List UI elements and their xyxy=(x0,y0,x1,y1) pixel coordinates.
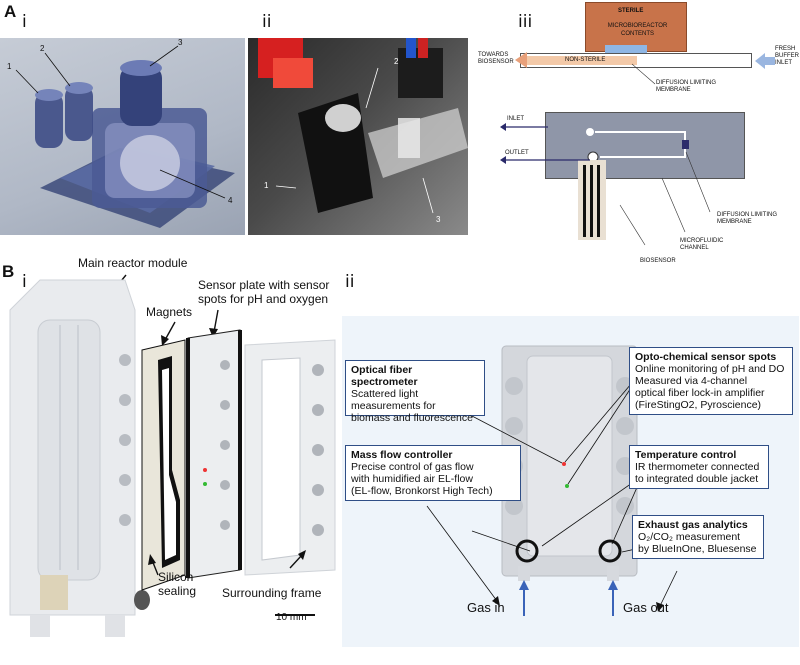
photo-i-label-1: 1 xyxy=(7,62,12,71)
surrounding-frame-label: Surrounding frame xyxy=(222,586,322,600)
silicon-sealing-label: Silicon sealing xyxy=(158,570,197,598)
panel-a-ii-label: ii xyxy=(262,12,272,32)
mass-flow-line: (EL-flow, Bronkorst High Tech) xyxy=(351,485,493,497)
bioreactor-photo xyxy=(0,38,245,235)
leader-lines-bottom xyxy=(619,151,711,246)
outlet-arrow-icon xyxy=(500,156,590,164)
electrode-3 xyxy=(597,165,600,237)
microfluidic-channel-drawing xyxy=(586,128,689,163)
photo-ii-label-2: 2 xyxy=(394,57,399,66)
panel-b-i-label: i xyxy=(22,272,27,292)
sterile-label: STERILE xyxy=(618,8,644,14)
photo-i-label-2: 2 xyxy=(40,44,45,53)
exhaust-box: Exhaust gas analytics O₂/CO₂ measurement… xyxy=(632,515,764,559)
optical-fiber-line: Scattered light xyxy=(351,388,419,400)
optical-fiber-line: biomass and fluorescence xyxy=(351,412,473,424)
optical-fiber-title: Optical fiber spectrometer xyxy=(351,364,418,388)
inlet-label: INLET xyxy=(507,116,525,122)
temperature-line: IR thermometer connected xyxy=(635,461,760,473)
opto-chemical-line: optical fiber lock-in amplifier xyxy=(635,387,765,399)
main-reactor-label: Main reactor module xyxy=(78,256,188,270)
mass-flow-line: with humidified air EL-flow xyxy=(351,473,473,485)
flow-arrow-bar xyxy=(527,56,637,65)
opto-chemical-line: (FireStingO2, Pyroscience) xyxy=(635,399,762,411)
dlm-top-label: DIFFUSION LIMITING MEMBRANE xyxy=(656,80,716,93)
dlm-bottom-label: DIFFUSION LIMITING MEMBRANE xyxy=(717,212,777,225)
photo-ii-label-1: 1 xyxy=(264,181,269,190)
inlet-arrow-icon xyxy=(755,53,775,69)
temperature-line: to integrated double jacket xyxy=(635,473,759,485)
photo-ii-label-3: 3 xyxy=(436,215,441,224)
left-arrow-icon xyxy=(515,52,527,68)
membrane-rect xyxy=(605,45,647,53)
panel-a-letter: A xyxy=(4,2,17,21)
panel-a-iii-label: iii xyxy=(518,12,533,32)
opto-chemical-box: Opto-chemical sensor spots Online monito… xyxy=(629,347,793,415)
sensor-photo xyxy=(248,38,468,235)
photo-i-label-4: 4 xyxy=(228,196,233,205)
microbioreactor-box xyxy=(585,2,687,52)
opto-chemical-title: Opto-chemical sensor spots xyxy=(635,351,777,363)
gas-in-label: Gas in xyxy=(467,600,505,615)
temperature-title: Temperature control xyxy=(635,449,737,461)
electrode-2 xyxy=(590,165,593,237)
microfluidic-channel-label: MICROFLUIDIC CHANNEL xyxy=(680,238,724,251)
biosensor-label: BIOSENSOR xyxy=(640,258,676,264)
inlet-arrow-icon-2 xyxy=(500,123,548,131)
mass-flow-line: Precise control of gas flow xyxy=(351,461,474,473)
gas-out-label: Gas out xyxy=(623,600,669,615)
fresh-buffer-label: FRESH BUFFER INLET xyxy=(775,46,799,66)
sensor-plate-label: Sensor plate with sensor spots for pH an… xyxy=(198,278,330,306)
opto-chemical-line: Online monitoring of pH and DO xyxy=(635,363,785,375)
panel-a-i-label: i xyxy=(22,12,27,32)
membrane-leader xyxy=(631,63,656,85)
opto-chemical-line: Measured via 4-channel xyxy=(635,375,748,387)
electrode-1 xyxy=(583,165,586,237)
towards-biosensor-label: TOWARDS BIOSENSOR xyxy=(478,52,514,65)
contents-label: MICROBIOREACTOR CONTENTS xyxy=(607,23,668,37)
exploded-reactor-drawing xyxy=(9,274,336,637)
outlet-label: OUTLET xyxy=(505,150,529,156)
exhaust-line: by BlueInOne, Bluesense xyxy=(638,543,757,555)
optical-fiber-box: Optical fiber spectrometer Scattered lig… xyxy=(345,360,485,424)
temperature-box: Temperature control IR thermometer conne… xyxy=(629,445,769,489)
mass-flow-box: Mass flow controller Precise control of … xyxy=(345,445,521,501)
panel-b-letter: B xyxy=(2,262,15,281)
optical-fiber-line: measurements for xyxy=(351,400,436,412)
panel-b-ii-label: ii xyxy=(345,272,355,292)
photo-i-label-3: 3 xyxy=(178,38,183,47)
non-sterile-label: NON-STERILE xyxy=(565,57,606,63)
setup-drawing xyxy=(426,345,678,616)
mass-flow-title: Mass flow controller xyxy=(351,449,453,461)
magnets-label: Magnets xyxy=(146,305,193,319)
exhaust-line: O₂/CO₂ measurement xyxy=(638,531,741,543)
scale-bar-label: 10 mm xyxy=(276,612,307,623)
exhaust-title: Exhaust gas analytics xyxy=(638,519,748,531)
